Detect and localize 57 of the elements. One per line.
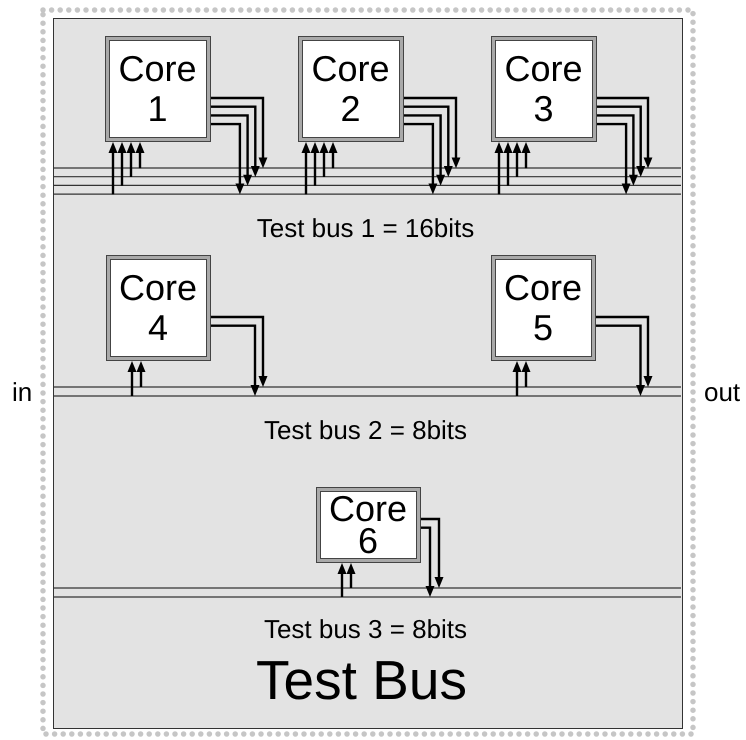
arrow [118, 142, 126, 186]
port-label: in [12, 377, 32, 407]
arrow [128, 361, 136, 396]
core-box [298, 36, 404, 142]
arrow [211, 114, 252, 186]
panel-title: Test Bus [256, 650, 467, 710]
arrow [522, 361, 530, 387]
core-label: Core 2 [310, 48, 391, 128]
core-label: Core 1 [117, 48, 198, 128]
arrow [421, 526, 434, 597]
arrow [404, 106, 453, 177]
arrow [310, 142, 320, 186]
arrow [211, 324, 260, 396]
arrow [211, 316, 268, 387]
arrow [596, 324, 645, 396]
core-box [104, 36, 210, 142]
arrow [597, 106, 646, 177]
core-box [106, 254, 210, 360]
arrow [346, 563, 356, 588]
core-box [490, 254, 596, 360]
arrow [404, 96, 460, 168]
bus-lines [54, 586, 681, 598]
port-label: out [704, 377, 740, 407]
arrow [108, 142, 118, 194]
core-label: Core 4 [118, 268, 198, 348]
core-label: Core 3 [503, 48, 584, 128]
arrow [338, 563, 346, 597]
arrow [211, 122, 244, 194]
core-label: Core 6 [328, 492, 408, 556]
arrow [211, 96, 268, 168]
arrow [328, 142, 338, 168]
bus-label: Test bus 3 = 8bits [264, 614, 468, 644]
arrow [404, 122, 438, 194]
core-label: Core 5 [502, 268, 584, 348]
core-box [490, 36, 596, 142]
arrow [494, 142, 504, 194]
arrow [404, 114, 446, 186]
bus-label: Test bus 2 = 8bits [264, 414, 468, 444]
arrow [597, 122, 631, 194]
bus-label: Test bus 1 = 16bits [256, 212, 474, 242]
arrow [597, 96, 652, 168]
arrow [211, 106, 260, 177]
arrow [512, 361, 522, 396]
arrow [597, 114, 638, 186]
arrow [136, 361, 146, 387]
arrow [512, 142, 522, 177]
arrow [320, 142, 328, 177]
core-box [316, 486, 420, 562]
bus-lines [54, 166, 681, 195]
bus-lines [54, 386, 681, 396]
arrow [302, 142, 310, 194]
arrow [421, 518, 444, 588]
arrow [504, 142, 512, 186]
arrow [136, 142, 144, 168]
arrow [522, 142, 530, 168]
arrow [596, 316, 652, 387]
arrow [126, 142, 136, 177]
